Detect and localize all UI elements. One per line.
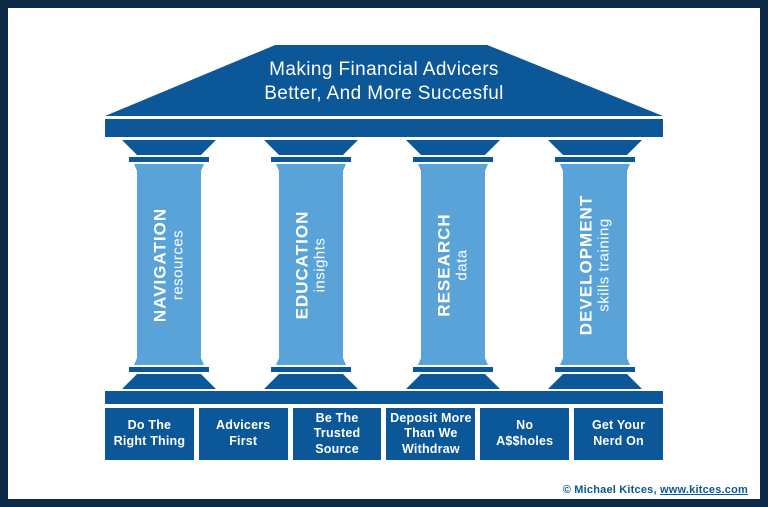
foundation-block: Deposit More Than We Withdraw <box>386 408 476 460</box>
pillar-base-bar <box>555 367 635 372</box>
pillar-capital-top <box>406 140 500 155</box>
pillar-label: DEVELOPMENT skills training <box>577 194 614 334</box>
pillar-capital-bar <box>413 157 493 162</box>
pillar-subtitle: resources <box>169 229 187 300</box>
pillar-name: DEVELOPMENT <box>576 194 596 335</box>
pillar-capital-bar <box>271 157 351 162</box>
foundation-block: No A$$holes <box>480 408 570 460</box>
foundation-block: Advicers First <box>198 408 288 460</box>
stylobate-beam <box>105 391 663 404</box>
attribution: © Michael Kitces, www.kitces.com <box>563 484 748 496</box>
pillar-subtitle: data <box>453 248 471 281</box>
pillar-capital-bar <box>129 157 209 162</box>
diagram-stage: Making Financial Advicers Better, And Mo… <box>8 8 760 499</box>
pillar-base <box>264 374 358 389</box>
pillar-base <box>406 374 500 389</box>
pediment-title: Making Financial Advicers Better, And Mo… <box>105 58 663 105</box>
pillar-capital-bar <box>555 157 635 162</box>
pillar-base <box>548 374 642 389</box>
pillar-capital-top <box>264 140 358 155</box>
pillar-base-bar <box>413 367 493 372</box>
kitces-link[interactable]: www.kitces.com <box>660 484 748 496</box>
pillar-base <box>122 374 216 389</box>
foundation-block: Be The Trusted Source <box>292 408 382 460</box>
pillar-label: RESEARCH data <box>435 213 472 316</box>
pediment-title-line1: Making Financial Advicers <box>269 59 499 80</box>
pillar-base-bar <box>271 367 351 372</box>
pillar-label: EDUCATION insights <box>293 210 330 319</box>
pillar-navigation: NAVIGATION resources <box>122 140 216 389</box>
pillar-shaft: DEVELOPMENT skills training <box>560 164 630 365</box>
pillar-subtitle: skills training <box>595 217 613 312</box>
pillar-name: NAVIGATION <box>150 207 170 322</box>
foundation-blocks: Do The Right Thing Advicers First Be The… <box>105 408 663 460</box>
pillar-research: RESEARCH data <box>406 140 500 389</box>
pillar-label: NAVIGATION resources <box>151 207 188 321</box>
pillar-education: EDUCATION insights <box>264 140 358 389</box>
foundation-block: Get Your Nerd On <box>574 408 663 460</box>
pillar-name: RESEARCH <box>434 212 454 317</box>
pillar-base-bar <box>129 367 209 372</box>
pillar-shaft: RESEARCH data <box>418 164 488 365</box>
foundation-block: Do The Right Thing <box>105 408 194 460</box>
copyright-text: © Michael Kitces, <box>562 484 661 496</box>
entablature-beam <box>105 119 663 137</box>
pillar-shaft: EDUCATION insights <box>276 164 346 365</box>
pillar-subtitle: insights <box>311 237 329 292</box>
pillar-name: EDUCATION <box>292 210 312 319</box>
pediment-title-line2: Better, And More Succesful <box>264 82 504 104</box>
pillar-development: DEVELOPMENT skills training <box>548 140 642 389</box>
pillar-capital-top <box>122 140 216 155</box>
pillar-capital-top <box>548 140 642 155</box>
pillar-shaft: NAVIGATION resources <box>134 164 204 365</box>
